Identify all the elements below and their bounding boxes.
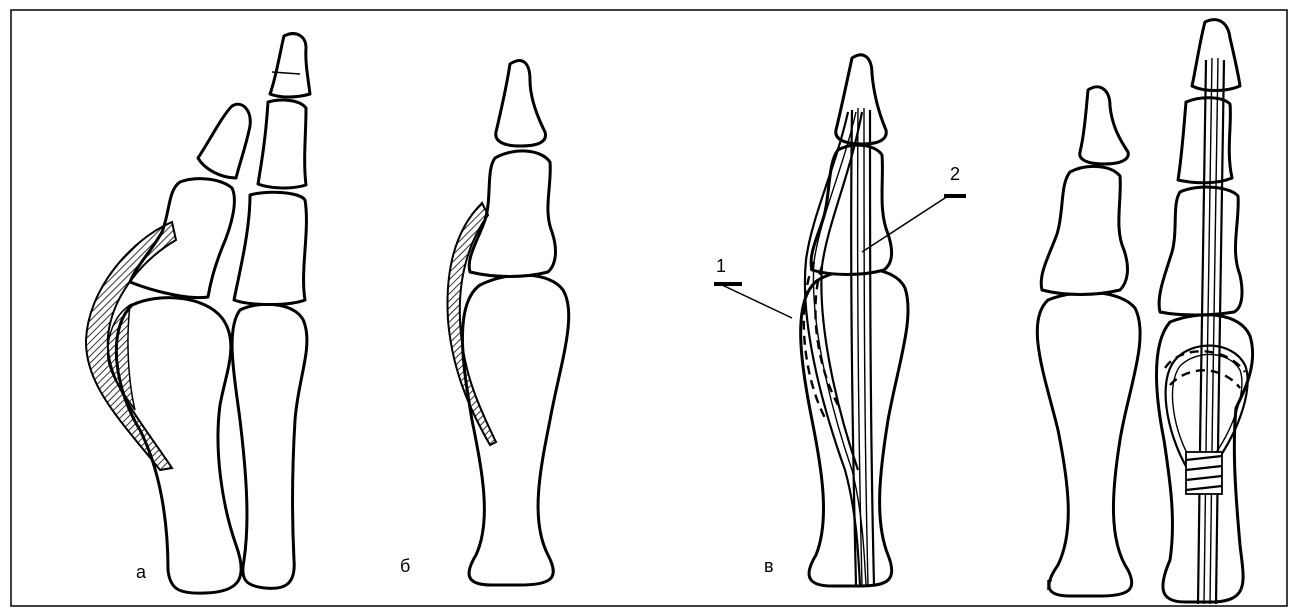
callout-1-label: 1	[716, 256, 726, 276]
panel-a-distal-phalanx-2	[270, 34, 310, 97]
panel-v-label: в	[764, 556, 774, 576]
panel-g-distal-phalanx-1	[1080, 87, 1129, 164]
panel-g-proximal-phalanx-2	[1159, 187, 1242, 315]
panel-v: 1 2 в	[714, 55, 966, 586]
callout-2-label: 2	[950, 164, 960, 184]
panel-a-label: а	[136, 562, 147, 582]
panel-g-distal-phalanx-2	[1192, 20, 1240, 91]
panel-b-label: б	[400, 556, 410, 576]
panel-a-metatarsal-1	[116, 298, 241, 594]
panel-a: а	[86, 34, 310, 593]
panel-b: б	[400, 61, 569, 585]
panel-g: г	[1037, 20, 1252, 604]
panel-g-metatarsal-1	[1037, 292, 1140, 596]
panel-a-metatarsal-2	[232, 304, 307, 588]
panel-a-distal-phalanx-1	[198, 104, 250, 178]
panel-a-proximal-phalanx-2	[234, 192, 306, 304]
panel-b-metatarsal	[462, 275, 568, 585]
panel-a-middle-phalanx-2	[258, 100, 306, 188]
callout-1-leader	[720, 284, 792, 318]
panel-g-proximal-phalanx-1	[1041, 166, 1127, 294]
panel-g-label: г	[1046, 574, 1053, 594]
panel-b-distal-phalanx	[496, 61, 546, 146]
